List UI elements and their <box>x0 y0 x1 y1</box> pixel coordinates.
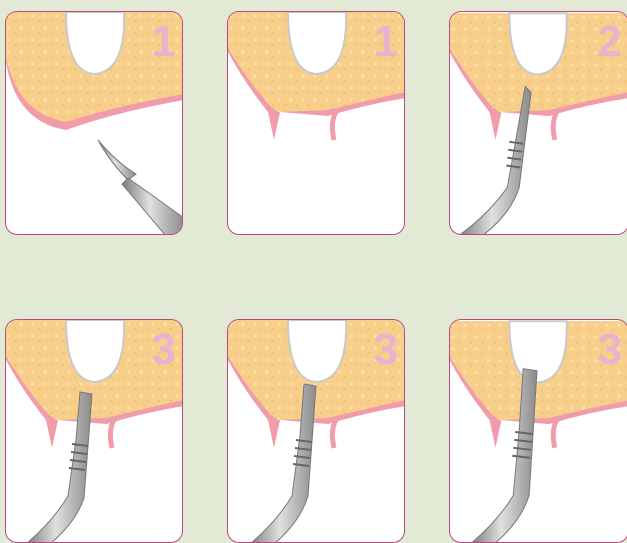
step-number: 1 <box>374 20 398 64</box>
step-panel-2: 1 <box>227 11 405 235</box>
step-panel-6: 3 <box>449 319 627 543</box>
step-panel-3: 2 <box>449 11 627 235</box>
step-number: 3 <box>152 328 176 372</box>
step-panel-5: 3 <box>227 319 405 543</box>
step-number: 3 <box>598 328 622 372</box>
scalpel-icon <box>98 140 183 235</box>
step-panel-1: 1 <box>5 11 183 235</box>
step-number: 2 <box>598 20 622 64</box>
step-number: 1 <box>152 20 176 64</box>
step-number: 3 <box>374 328 398 372</box>
step-panel-4: 3 <box>5 319 183 543</box>
